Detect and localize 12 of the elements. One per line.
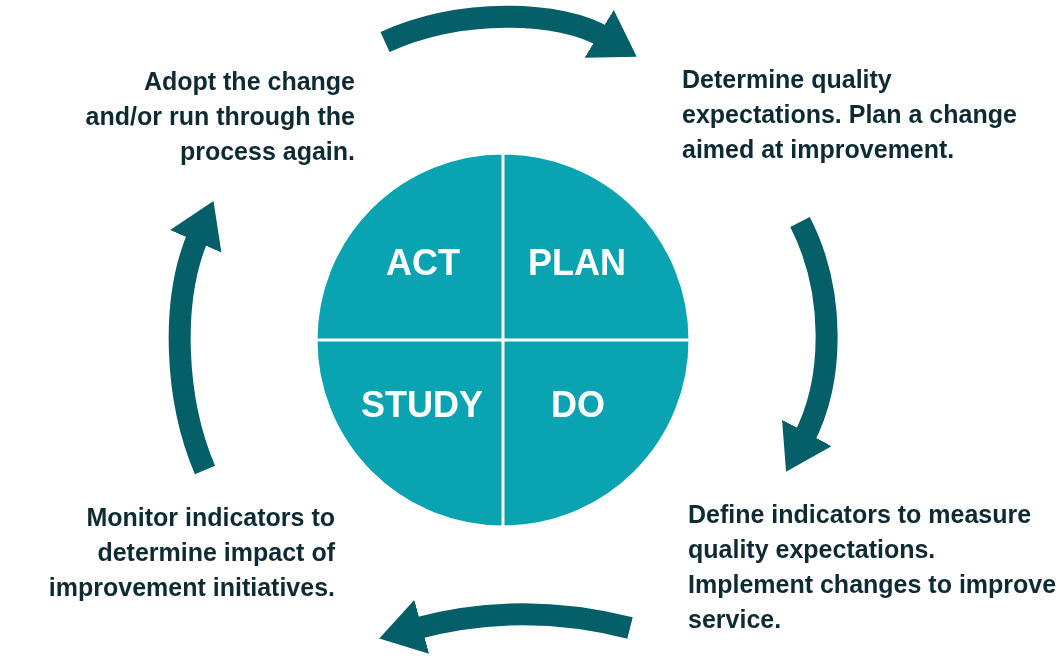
cycle-arrow — [781, 217, 838, 473]
cycle-arrow — [168, 200, 223, 474]
phase-label: ACT — [386, 243, 460, 283]
phase-label: STUDY — [361, 385, 483, 425]
cycle-arrow — [380, 5, 639, 60]
step-description: Monitor indicators to determine impact of improvement initiatives. — [5, 470, 380, 650]
phase-label: PLAN — [528, 243, 626, 283]
step-description: Define indicators to measure quality expectations. Implement changes to improve service. — [630, 475, 1058, 645]
phase-label: DO — [551, 385, 605, 425]
cycle-arrow — [379, 599, 633, 655]
step-description: Adopt the change and/or run through the process again. — [70, 34, 385, 200]
step-description: Determine quality expectations. Plan a change aimed at improvement. — [640, 56, 1058, 222]
